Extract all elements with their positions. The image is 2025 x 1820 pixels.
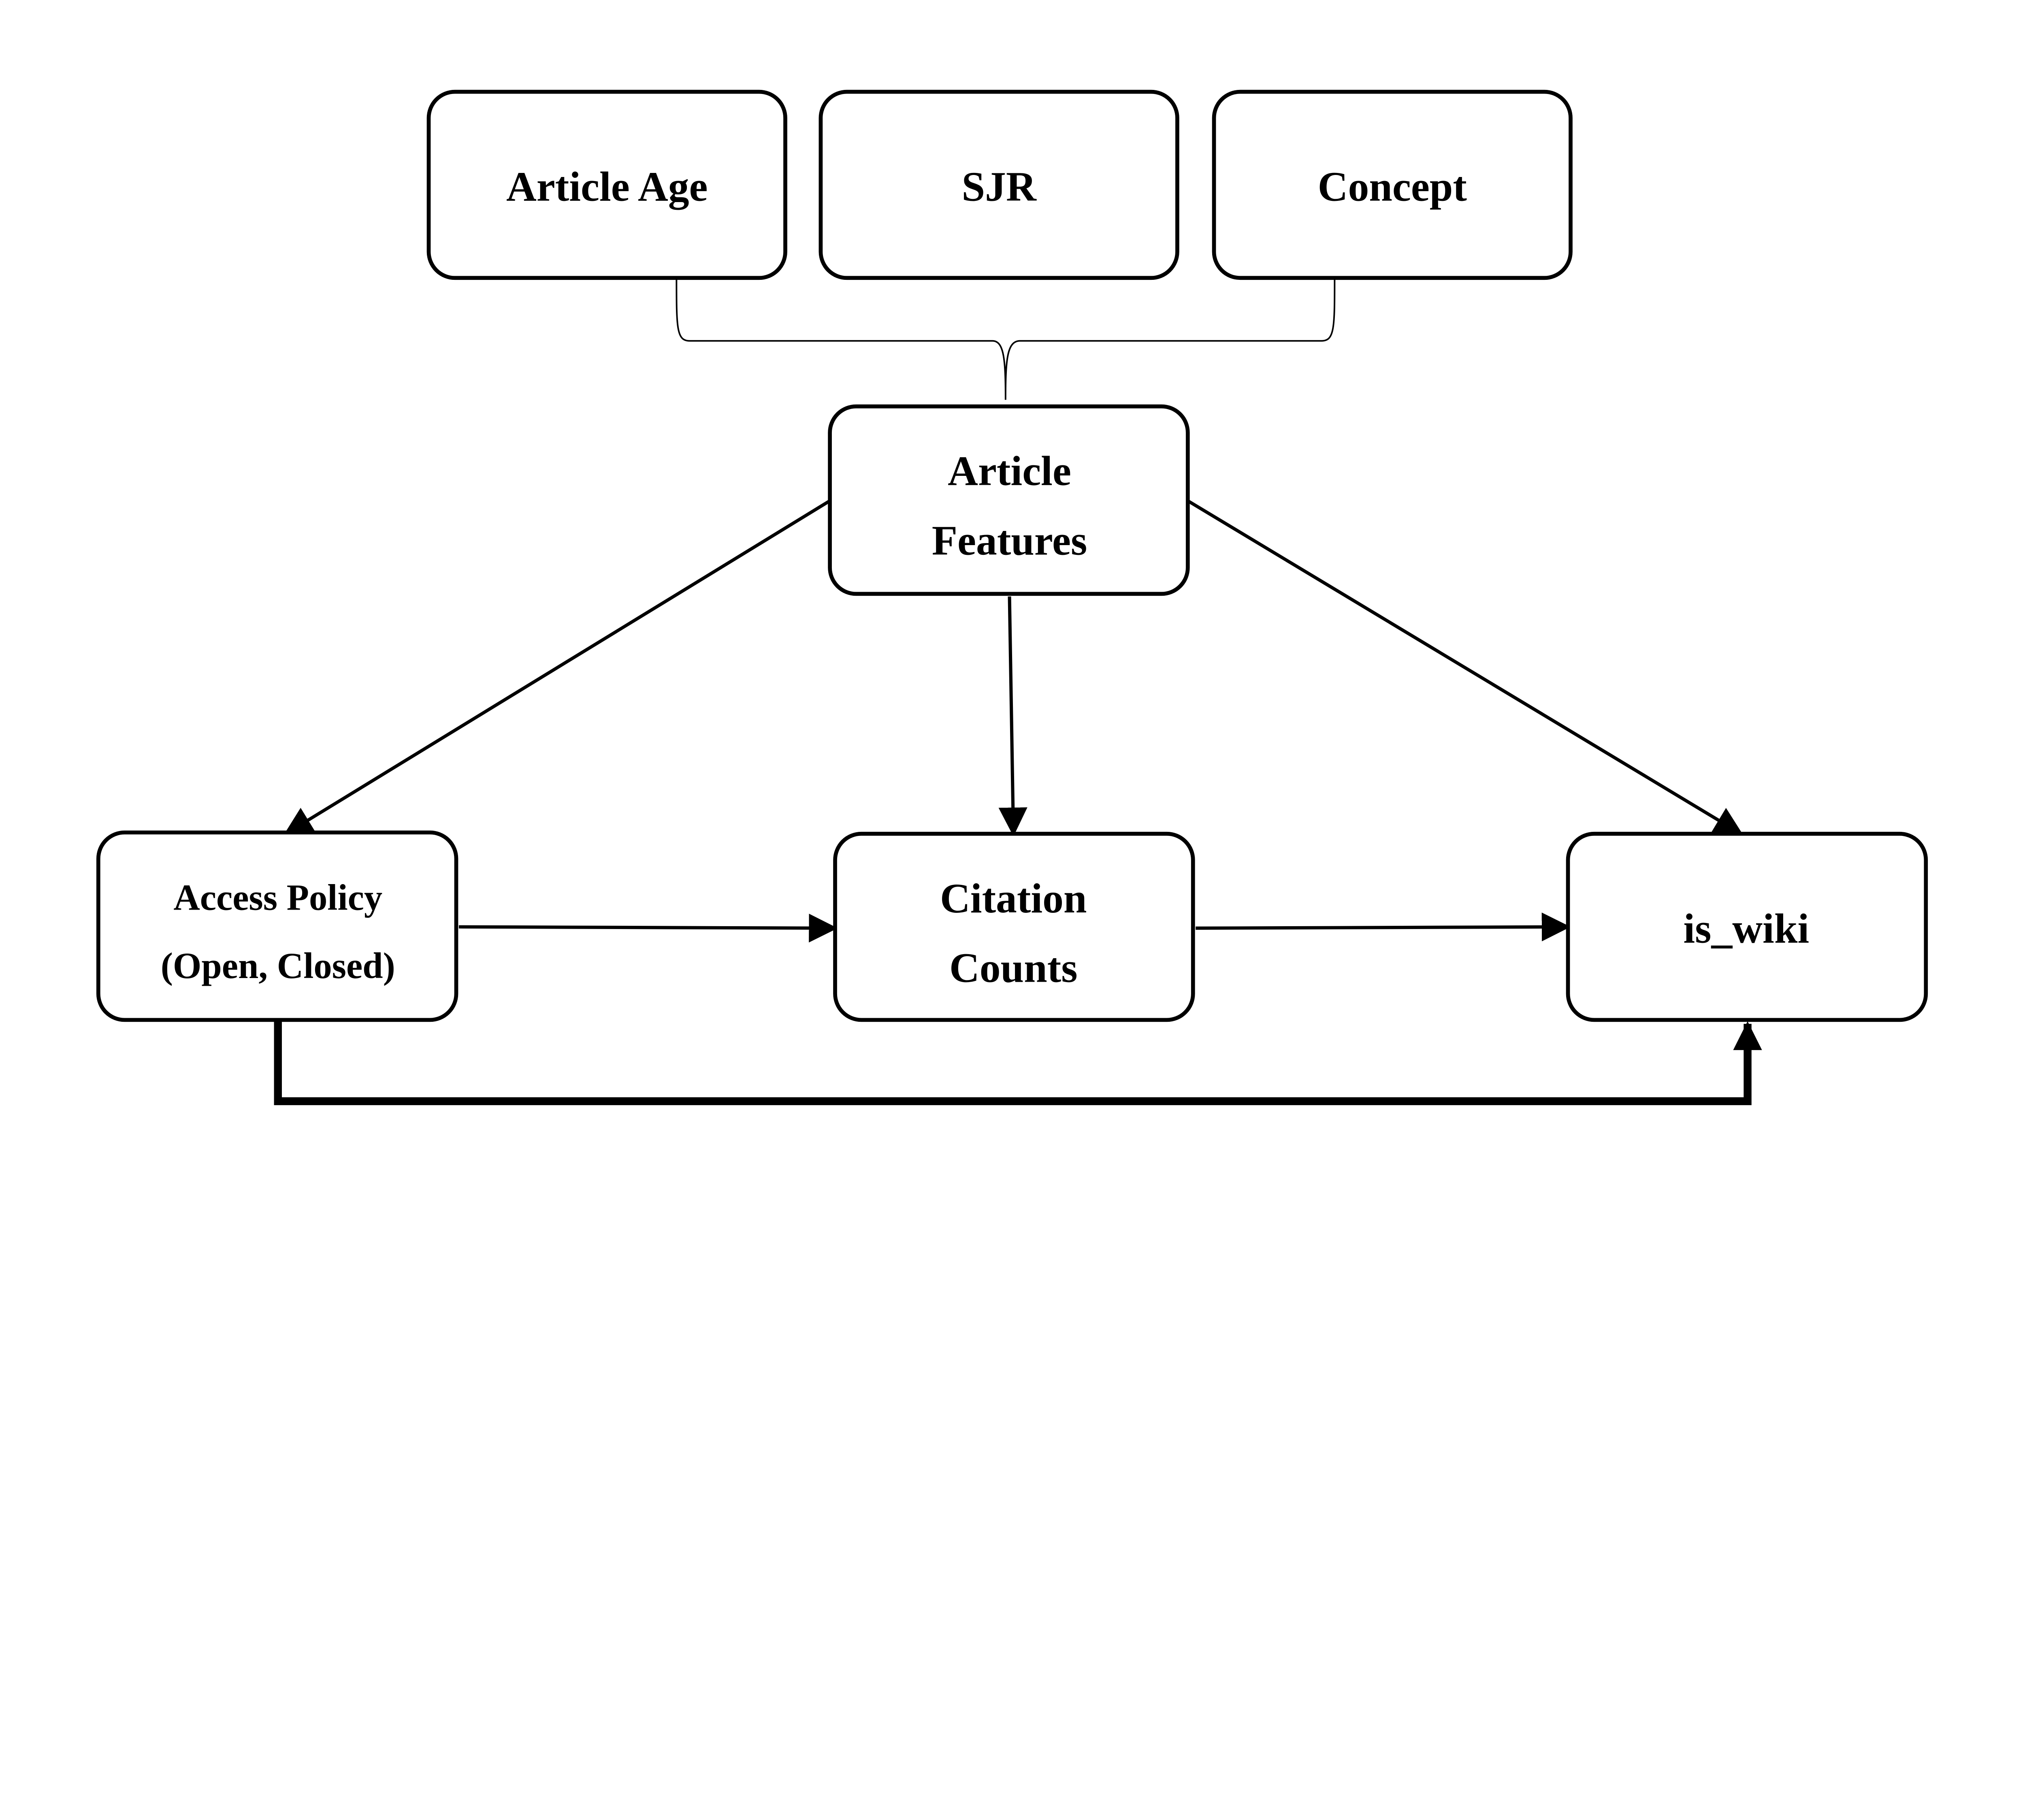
node-label: SJR bbox=[962, 164, 1037, 210]
node-concept: Concept bbox=[1212, 90, 1573, 280]
brace-connector bbox=[676, 278, 1336, 400]
edge-citation-to-iswiki bbox=[1196, 912, 1571, 942]
edge-access-to-iswiki bbox=[274, 1020, 1762, 1105]
node-article-age: Article Age bbox=[426, 90, 787, 280]
node-citation-counts: Citation Counts bbox=[833, 831, 1195, 1022]
node-is-wiki: is_wiki bbox=[1566, 831, 1928, 1022]
node-label: Article Age bbox=[506, 164, 708, 210]
node-access-policy: Access Policy (Open, Closed) bbox=[96, 830, 458, 1022]
edge-access-to-citation bbox=[458, 914, 838, 943]
node-label: (Open, Closed) bbox=[161, 945, 395, 986]
node-label: Concept bbox=[1318, 164, 1467, 210]
node-sjr: SJR bbox=[819, 90, 1179, 280]
node-article-features: Article Features bbox=[828, 404, 1190, 596]
node-label: Features bbox=[932, 518, 1087, 564]
node-label: is_wiki bbox=[1683, 906, 1809, 952]
node-label: Citation bbox=[940, 876, 1087, 922]
node-label: Access Policy bbox=[173, 877, 382, 918]
edge-features-to-access bbox=[284, 499, 831, 835]
node-label: Article bbox=[948, 448, 1071, 494]
causal-diagram: Article Age SJR Concept Article Features… bbox=[96, 90, 1928, 1105]
node-label: Counts bbox=[949, 945, 1078, 991]
edge-features-to-citation bbox=[998, 596, 1027, 837]
edge-features-to-iswiki bbox=[1187, 499, 1744, 835]
